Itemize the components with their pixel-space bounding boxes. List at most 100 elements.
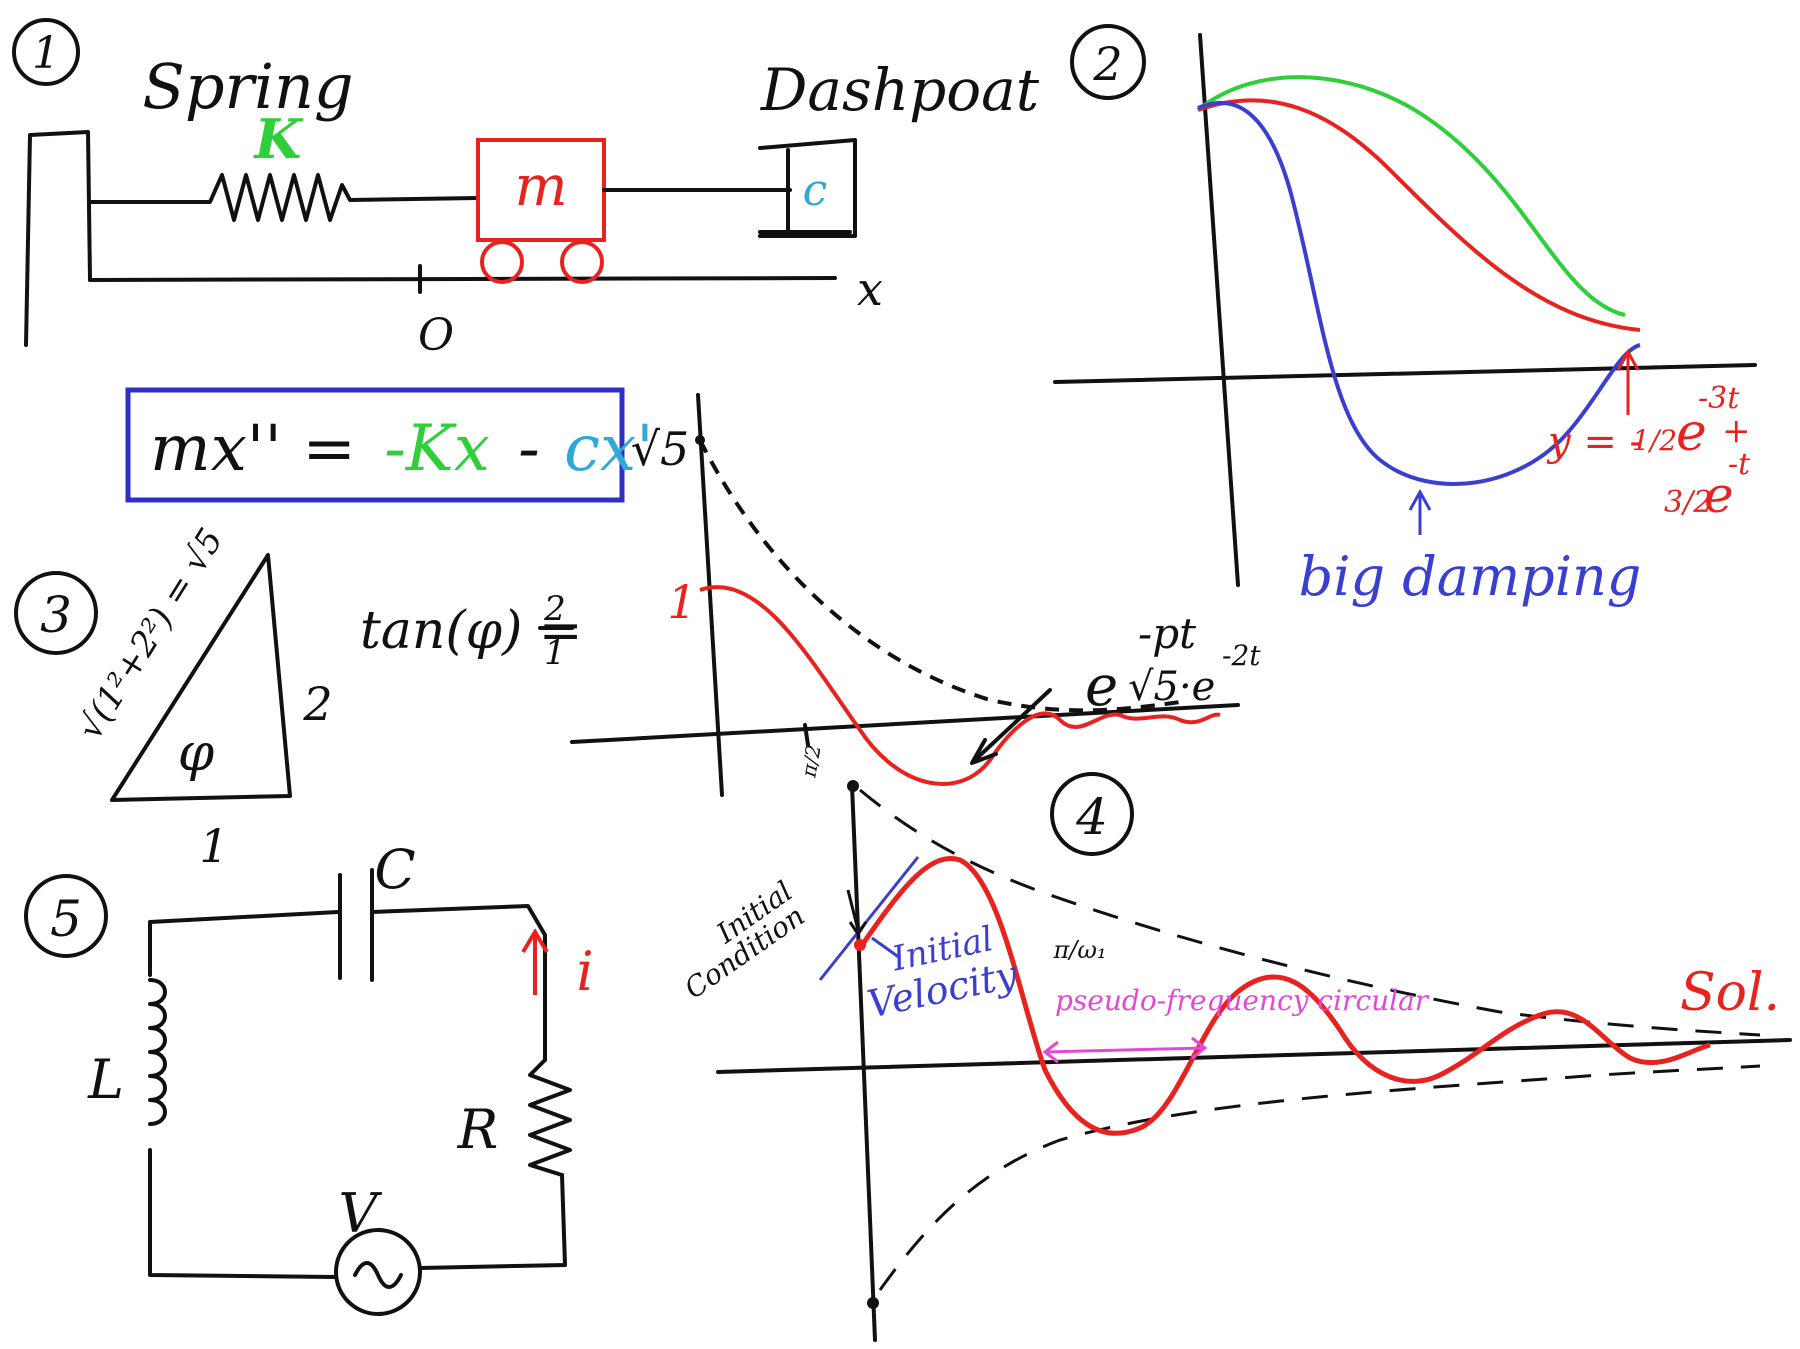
solution-exp-2: e <box>1704 466 1734 524</box>
y-one-label: 1 <box>667 575 696 629</box>
panel-number: 1 <box>32 28 60 79</box>
ac-source-wave-icon <box>353 1261 403 1289</box>
solution-fraction-1: 1/2 <box>1632 424 1677 457</box>
period-span-left-head <box>1042 1040 1059 1064</box>
mass-label: m <box>514 154 567 219</box>
envelope2-label: √5·e <box>1128 664 1215 710</box>
inductor-coil <box>148 978 167 1126</box>
hypotenuse-label: √(1²+2²) = √5 <box>70 522 231 747</box>
period-span <box>1044 1046 1206 1054</box>
y-axis <box>850 783 877 1342</box>
spring <box>88 173 480 222</box>
axis-top-point <box>847 780 859 792</box>
adjacent-side-label: 1 <box>199 819 228 873</box>
capacitor-label: C <box>374 838 415 901</box>
panel-5-rlc-circuit: 5 C L R i V <box>24 838 594 1316</box>
y-axis <box>1198 33 1240 587</box>
spring-label: Spring <box>142 50 353 123</box>
equation-frame <box>125 387 625 503</box>
x-tick <box>803 723 810 747</box>
initial-velocity-arrow <box>871 936 901 960</box>
ground-line <box>88 276 837 282</box>
curve-red <box>1197 98 1641 332</box>
panel-number: 3 <box>40 586 72 644</box>
resistor <box>528 1058 572 1177</box>
equation: mx'' = -Kx - cx' <box>150 412 654 486</box>
panel-2-overdamped: 2 big damping y = - 1/2 e -3t + 3/2 e -t <box>1053 24 1757 608</box>
panel-4-underdamped: 4 Initial Condition Initial Velocity π/ω… <box>678 772 1792 1342</box>
resistor-label: R <box>457 1098 499 1161</box>
x-tick-label: π/2 <box>796 743 825 780</box>
equation-spring-term: -Kx <box>384 412 490 486</box>
axis-bottom-point <box>867 1297 879 1309</box>
solution-curve <box>857 856 1711 1136</box>
solution-arrowhead <box>1616 348 1640 371</box>
damper-label: Dashpoat <box>760 56 1040 124</box>
panel-number-circle <box>14 571 98 655</box>
source-label: V <box>339 1182 383 1245</box>
lower-envelope <box>878 1064 1761 1291</box>
equation-box: mx'' = -Kx - cx' <box>125 387 654 503</box>
damper-constant: c <box>803 165 828 216</box>
panel-number-circle <box>1070 24 1146 100</box>
pseudo-frequency-label: pseudo-frequency circular <box>1055 984 1430 1017</box>
solution-fraction-2: 3/2 <box>1664 485 1712 520</box>
x-axis-label: x <box>857 262 883 316</box>
x-axis <box>1053 363 1757 384</box>
ac-source <box>334 1228 422 1316</box>
panel-3-triangle: 3 √(1²+2²) = √5 φ 2 1 tan(φ) = 2 1 <box>14 522 582 873</box>
tan-numerator: 2 <box>543 589 566 629</box>
spring-constant: K <box>253 107 304 171</box>
decay-plot: √5 1 π/2 e -pt √5·e -2t <box>570 393 1261 797</box>
equation-minus: - <box>518 412 540 486</box>
panel-number-circle <box>1050 772 1134 856</box>
equation-lhs: mx'' = <box>150 412 356 486</box>
wire-top-left <box>148 910 340 977</box>
solution-label: Sol. <box>1680 963 1780 1023</box>
envelope-label: e <box>1085 654 1118 719</box>
envelope2-power: -2t <box>1222 639 1261 672</box>
period-label: π/ω₁ <box>1052 936 1106 964</box>
panel-number: 5 <box>50 890 82 948</box>
cart-wheel-right <box>560 240 604 284</box>
initial-velocity-tangent <box>818 856 920 981</box>
big-damping-caption: big damping <box>1299 545 1642 608</box>
envelope-power: -pt <box>1138 609 1196 658</box>
initial-condition-arrowhead <box>848 921 868 937</box>
current-arrowhead <box>521 928 549 954</box>
tan-formula: tan(φ) = <box>360 601 582 661</box>
x-axis <box>570 703 1240 744</box>
initial-point <box>854 939 866 951</box>
right-triangle <box>110 553 292 802</box>
upper-envelope <box>859 788 1761 1037</box>
wire-bottom-left <box>148 1148 337 1279</box>
envelope-pointer-head <box>970 738 998 765</box>
y-top-label: √5 <box>631 422 690 476</box>
damper-cylinder <box>758 138 857 238</box>
initial-condition-arrow <box>846 889 860 931</box>
opposite-side-label: 2 <box>302 677 332 731</box>
y-axis <box>696 393 724 797</box>
envelope-dashed <box>698 439 1181 713</box>
wall <box>24 130 92 347</box>
solution-plus: + <box>1722 411 1751 451</box>
inductor-label: L <box>87 1048 124 1111</box>
damped-oscillation <box>699 585 1221 786</box>
solution-power-2: -t <box>1728 447 1751 482</box>
panel-number-circle <box>24 874 108 958</box>
period-span-right-head <box>1191 1036 1208 1060</box>
curve-blue <box>1197 101 1641 486</box>
angle-label: φ <box>178 723 215 783</box>
current-label: i <box>576 940 593 1003</box>
solution-prefix: y = - <box>1546 419 1643 465</box>
panel-number: 2 <box>1092 37 1122 91</box>
tan-denominator: 1 <box>544 633 566 673</box>
solution-power-1: -3t <box>1698 381 1740 416</box>
solution-exp-1: e <box>1676 403 1707 463</box>
curve-green <box>1196 75 1626 317</box>
envelope-pointer <box>973 688 1052 762</box>
cart-wheel-left <box>480 240 524 284</box>
damping-arrowhead <box>1408 488 1432 511</box>
wire-bottom-right <box>418 1173 567 1270</box>
